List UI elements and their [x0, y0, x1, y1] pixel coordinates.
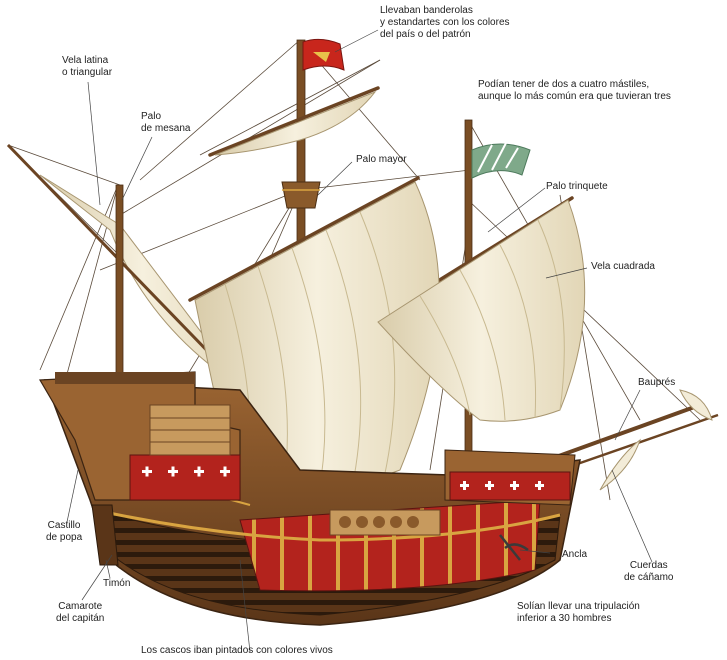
crows-nest	[281, 181, 321, 209]
bowsprit	[518, 389, 719, 491]
label-hemp-ropes: Cuerdas de cáñamo	[624, 560, 674, 583]
label-sterncastle: Castillo de popa	[46, 520, 83, 543]
label-masts: Podían tener de dos a cuatro mástiles, a…	[478, 79, 671, 102]
label-lateen-sail: Vela latina o triangular	[62, 55, 113, 78]
forecastle	[444, 449, 576, 506]
deck-cargo	[329, 509, 441, 536]
label-mizzen-mast: Palo de mesana	[141, 111, 191, 134]
label-rudder: Timón	[103, 578, 131, 589]
anchor	[499, 534, 529, 561]
flags	[302, 38, 531, 179]
label-flags: Llevaban banderolas y estandartes con lo…	[380, 5, 510, 40]
label-bowsprit: Bauprés	[638, 377, 676, 388]
sterncastle	[38, 371, 241, 501]
label-square-sail: Vela cuadrada	[591, 261, 655, 272]
fore-square-sail	[377, 199, 586, 422]
label-anchor: Ancla	[562, 549, 588, 560]
rudder	[91, 504, 119, 566]
label-captain-cabin: Camarote del capitán	[56, 601, 105, 624]
label-crew: Solían llevar una tripulación inferior a…	[517, 601, 640, 624]
label-fore-mast: Palo trinquete	[546, 181, 608, 192]
leader-lines	[66, 29, 653, 653]
label-hull-colors: Los cascos iban pintados con colores viv…	[141, 645, 333, 656]
top-sail	[214, 90, 377, 156]
label-main-mast: Palo mayor	[356, 154, 407, 165]
